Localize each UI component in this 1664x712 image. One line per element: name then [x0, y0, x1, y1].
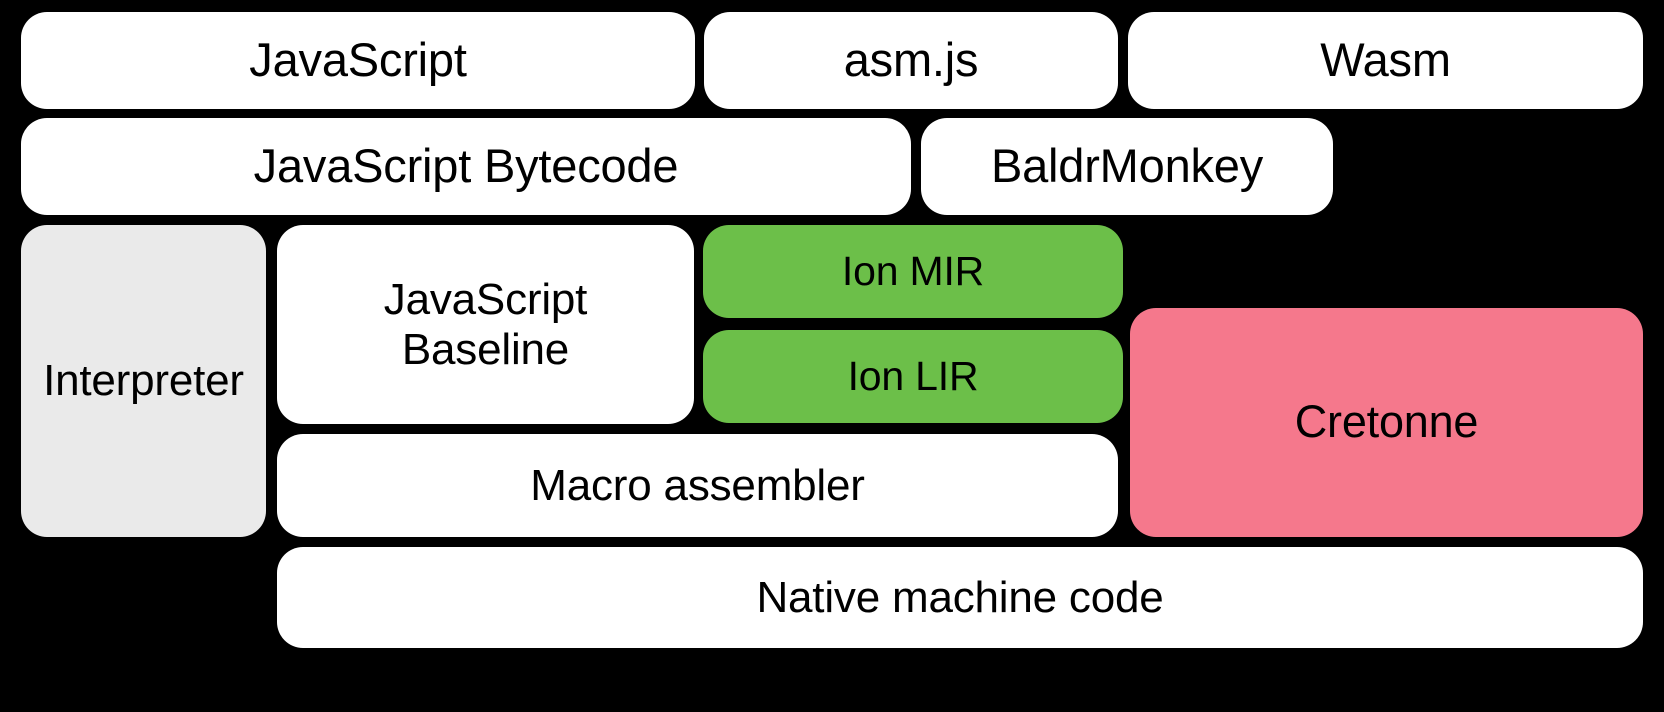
- node-javascript-bytecode[interactable]: JavaScript Bytecode: [21, 118, 911, 215]
- node-ion-mir-label: Ion MIR: [841, 247, 985, 294]
- node-native-machine-code-label: Native machine code: [756, 572, 1164, 622]
- node-baldrmonkey-label: BaldrMonkey: [990, 139, 1264, 193]
- node-interpreter[interactable]: Interpreter: [21, 225, 266, 537]
- node-interpreter-label: Interpreter: [43, 356, 244, 406]
- node-ion-lir[interactable]: Ion LIR: [703, 330, 1123, 423]
- node-javascript-baseline-label: JavaScript Baseline: [383, 275, 588, 374]
- node-javascript-label: JavaScript: [249, 33, 467, 87]
- node-ion-lir-label: Ion LIR: [847, 352, 979, 399]
- node-javascript-bytecode-label: JavaScript Bytecode: [253, 139, 679, 193]
- node-asmjs[interactable]: asm.js: [704, 12, 1118, 109]
- node-wasm[interactable]: Wasm: [1128, 12, 1643, 109]
- node-macro-assembler[interactable]: Macro assembler: [277, 434, 1118, 537]
- node-macro-assembler-label: Macro assembler: [530, 460, 865, 510]
- node-cretonne[interactable]: Cretonne: [1130, 308, 1643, 537]
- node-baldrmonkey[interactable]: BaldrMonkey: [921, 118, 1333, 215]
- node-javascript[interactable]: JavaScript: [21, 12, 695, 109]
- node-javascript-baseline[interactable]: JavaScript Baseline: [277, 225, 694, 424]
- node-cretonne-label: Cretonne: [1294, 396, 1479, 448]
- node-wasm-label: Wasm: [1320, 33, 1451, 87]
- node-native-machine-code[interactable]: Native machine code: [277, 547, 1643, 648]
- node-asmjs-label: asm.js: [843, 33, 979, 87]
- node-ion-mir[interactable]: Ion MIR: [703, 225, 1123, 318]
